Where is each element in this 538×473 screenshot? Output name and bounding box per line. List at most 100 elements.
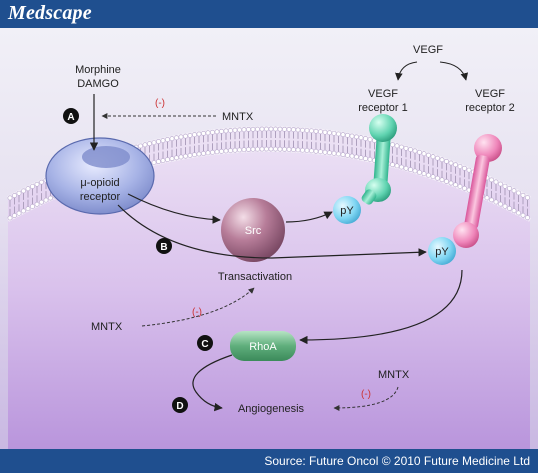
- lipid-head: [201, 151, 206, 156]
- lipid-head: [282, 146, 287, 152]
- lipid-head: [169, 136, 175, 142]
- lipid-head: [489, 197, 494, 203]
- lipid-head: [273, 126, 278, 132]
- vegf-r1-label-line2: receptor 1: [358, 102, 408, 114]
- lipid-head: [412, 148, 418, 154]
- lipid-head: [291, 147, 296, 153]
- lipid-head: [174, 155, 179, 161]
- lipid-head: [223, 128, 229, 134]
- brand-logo: Medscape: [8, 2, 92, 24]
- lipid-head: [165, 137, 170, 142]
- lipid-head: [340, 132, 346, 138]
- lipid-head: [493, 179, 499, 185]
- lipid-head: [39, 179, 44, 185]
- lipid-head: [295, 147, 301, 153]
- lipid-head: [214, 129, 220, 135]
- step-a-badge: [63, 108, 79, 124]
- lipid-head: [250, 126, 256, 132]
- lipid-head: [183, 153, 188, 159]
- lipid-head: [354, 154, 359, 160]
- lipid-head: [138, 143, 143, 149]
- lipid-head: [264, 126, 269, 132]
- lipid-head: [277, 126, 283, 132]
- lipid-head: [34, 181, 40, 187]
- lipid-head: [444, 158, 449, 164]
- lipid-head: [151, 140, 157, 145]
- py-2: [428, 237, 456, 265]
- lipid-head: [237, 147, 242, 153]
- lipid-head: [313, 128, 319, 134]
- lipid-head: [453, 162, 458, 168]
- lipid-head: [403, 145, 409, 151]
- src-label: Src: [245, 225, 262, 237]
- lipid-head: [448, 160, 454, 166]
- opioid-label-line1: μ-opioid: [80, 177, 119, 189]
- lipid-head: [507, 206, 512, 211]
- lipid-head: [169, 156, 175, 162]
- lipid-head: [336, 151, 341, 157]
- lipid-head: [367, 137, 373, 142]
- lipid-head: [156, 159, 161, 164]
- vegf-arrow-r1: [395, 61, 418, 81]
- lipid-head: [399, 144, 404, 150]
- lipid-head: [322, 149, 328, 155]
- lipid-head: [358, 155, 364, 161]
- negative-bottom-label: (-): [361, 389, 371, 400]
- lipid-head: [394, 163, 400, 169]
- lipid-head: [174, 135, 179, 141]
- lipid-head: [39, 199, 44, 205]
- lipid-head: [219, 128, 224, 134]
- lipid-head: [462, 165, 467, 171]
- lipid-head: [457, 164, 463, 169]
- lipid-head: [408, 147, 413, 152]
- lipid-head: [34, 201, 40, 207]
- lipid-head: [430, 174, 436, 180]
- lipid-head: [273, 146, 278, 152]
- lipid-head: [327, 150, 332, 156]
- lipid-head: [304, 148, 310, 153]
- vegf-receptor-2: [453, 134, 502, 248]
- mntx-mid-arrow: [141, 287, 255, 327]
- lipid-head: [403, 165, 409, 171]
- negative-mid-label: (-): [192, 307, 202, 318]
- angiogenesis-label: Angiogenesis: [238, 403, 305, 415]
- lipid-head: [187, 153, 193, 158]
- lipid-head: [462, 185, 467, 191]
- step-b-badge: [156, 238, 172, 254]
- lipid-head: [313, 148, 319, 154]
- lipid-head: [21, 188, 26, 194]
- mntx-bottom-arrow: [333, 386, 399, 411]
- lipid-head: [439, 177, 445, 183]
- lipid-head: [241, 147, 247, 153]
- lipid-head: [30, 184, 35, 189]
- lipid-head: [327, 130, 332, 136]
- lipid-head: [430, 154, 436, 160]
- lipid-head: [520, 192, 526, 198]
- mu-opioid-receptor: [45, 137, 155, 215]
- lipid-head: [147, 141, 152, 147]
- src-to-py1-arrow: [285, 211, 333, 223]
- lipid-head: [453, 182, 458, 188]
- rhoa-label: RhoA: [249, 341, 277, 353]
- lipid-head: [160, 138, 166, 143]
- damgo-label: DAMGO: [77, 78, 119, 90]
- lipid-head: [516, 210, 521, 216]
- lipid-head: [349, 153, 355, 159]
- lipid-head: [349, 133, 355, 139]
- lipid-head: [228, 128, 233, 133]
- lipid-head: [331, 130, 337, 136]
- lipid-head: [502, 203, 508, 209]
- lipid-head: [241, 127, 247, 133]
- lipid-head: [210, 149, 215, 155]
- lipid-head: [286, 147, 292, 152]
- lipid-head: [192, 132, 197, 138]
- lipid-head: [16, 190, 22, 196]
- step-b-label: B: [160, 242, 167, 253]
- lipid-head: [16, 210, 22, 216]
- lipid-head: [12, 213, 17, 218]
- src-kinase: [221, 198, 285, 262]
- lipid-head: [367, 157, 373, 162]
- lipid-head: [493, 199, 499, 205]
- lipid-head: [511, 208, 517, 214]
- py-1-label: pY: [340, 205, 354, 217]
